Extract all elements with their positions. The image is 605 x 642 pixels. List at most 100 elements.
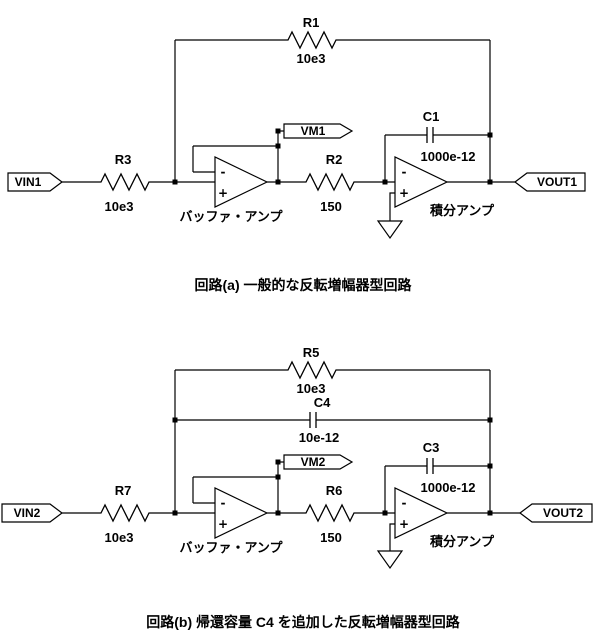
integrator-amp-label: 積分アンプ [429,534,495,549]
resistor-symbol [300,172,360,192]
component-ref: R5 [303,345,320,360]
component-value: 10e3 [297,381,326,396]
junction-dot [487,179,493,185]
ground-symbol [376,550,404,570]
resistor-r7: R7 10e3 [95,483,155,545]
net-flag-label: VOUT1 [537,175,577,189]
component-ref: R6 [326,483,343,498]
junction-dot [172,510,178,516]
circuit-b-caption: 回路(b) 帰還容量 C4 を追加した反転増幅器型回路 [146,614,460,630]
integrator-amp-label: 積分アンプ [429,203,495,218]
capacitor-symbol [426,127,434,143]
opamp-integrator: - + [394,487,449,539]
opamp-plus-sign: + [399,517,409,531]
ground-symbol [376,220,404,240]
capacitor-symbol [426,458,434,474]
capacitor-c4: C4 10e-12 [299,395,339,445]
component-value: 10e3 [105,199,134,214]
opamp-minus-sign: - [402,165,407,179]
net-flag-label: VIN1 [15,175,42,189]
opamp-buffer: - + [214,487,269,539]
resistor-r3: R3 10e3 [95,152,155,214]
junction-dot [487,417,493,423]
opamp-integrator: - + [394,156,449,208]
capacitor-symbol [309,412,317,428]
ground-triangle [376,550,404,570]
resistor-r2: R2 150 [300,152,360,214]
net-flag-shape [283,123,354,139]
junction-dot [172,417,178,423]
net-flag-vout2: VOUT2 [519,503,593,523]
opamp-minus-sign: - [402,496,407,510]
component-ref: R1 [303,15,320,30]
net-flag-vin1: VIN1 [7,172,63,192]
junction-dot [275,179,281,185]
opamp-plus-sign: + [218,517,228,531]
opamp-plus-sign: + [218,186,228,200]
resistor-r1: R1 10e3 [282,15,342,66]
net-flag-vm1: VM1 [283,123,354,139]
wire-set [62,369,520,551]
circuit-b: VIN2 R7 10e3 R5 10e3 C4 10e-12 - + バッファ・… [1,345,593,630]
opamp-minus-sign: - [221,165,226,179]
resistor-symbol [95,172,155,192]
net-flag-shape [519,503,593,523]
net-flag-label: VOUT2 [543,506,583,520]
junction-dot [275,128,281,134]
net-flag-label: VM2 [301,455,326,469]
component-value: 150 [320,530,342,545]
resistor-symbol [300,503,360,523]
net-flag-label: VIN2 [14,506,41,520]
resistor-symbol [282,30,342,50]
opamp-triangle [214,156,269,208]
net-flag-shape [283,454,354,470]
junction-dots [172,128,493,185]
component-value: 10e3 [105,530,134,545]
junction-dot [382,510,388,516]
junction-dot [382,179,388,185]
resistor-r5: R5 10e3 [282,345,342,396]
opamp-triangle [394,487,449,539]
circuit-a: VIN1 R3 10e3 R1 10e3 - + バッファ・アンプ VM1 R2… [7,15,586,293]
junction-dot [275,510,281,516]
capacitor-c1: C1 1000e-12 [421,109,476,164]
junction-dot [275,143,281,149]
resistor-symbol [95,503,155,523]
component-value: 10e-12 [299,430,339,445]
component-ref: C4 [314,395,331,410]
junction-dot [275,459,281,465]
component-value: 1000e-12 [421,480,476,495]
net-flag-shape [7,172,63,192]
ground-triangle [376,220,404,240]
buffer-amp-label: バッファ・アンプ [179,209,283,224]
component-value: 150 [320,199,342,214]
circuit-a-caption: 回路(a) 一般的な反転増幅器型回路 [195,277,413,293]
component-ref: R3 [115,152,132,167]
net-flag-vout1: VOUT1 [514,172,586,192]
buffer-amp-label: バッファ・アンプ [179,540,283,555]
component-ref: R7 [115,483,132,498]
component-ref: R2 [326,152,343,167]
component-ref: C1 [423,109,440,124]
junction-dot [172,179,178,185]
net-flag-vm2: VM2 [283,454,354,470]
junction-dot [487,132,493,138]
component-ref: C3 [423,440,440,455]
net-flag-label: VM1 [301,124,326,138]
junction-dot [487,463,493,469]
opamp-triangle [214,487,269,539]
opamp-plus-sign: + [399,186,409,200]
junction-dot [275,474,281,480]
wire-set [62,39,515,221]
resistor-r6: R6 150 [300,483,360,545]
capacitor-c3: C3 1000e-12 [421,440,476,495]
junction-dot [487,510,493,516]
component-value: 10e3 [297,51,326,66]
opamp-buffer: - + [214,156,269,208]
opamp-triangle [394,156,449,208]
opamp-minus-sign: - [221,496,226,510]
component-value: 1000e-12 [421,149,476,164]
junction-dots [172,417,493,516]
